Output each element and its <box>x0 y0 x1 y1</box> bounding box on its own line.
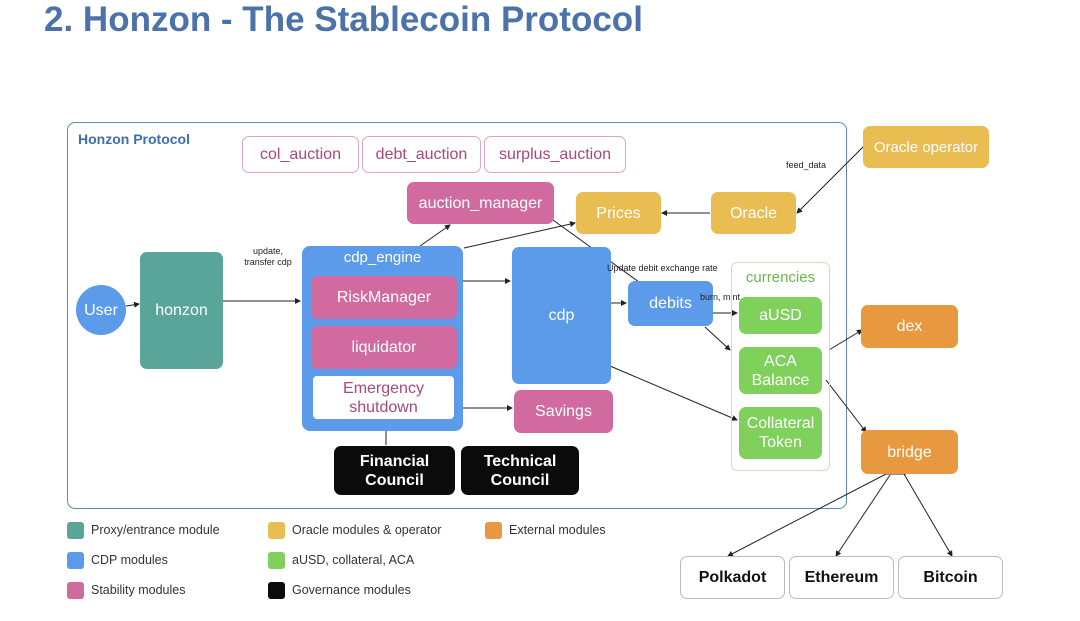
col-auction-box: col_auction <box>242 136 359 173</box>
legend-swatch-proxy <box>67 522 84 539</box>
arrow-bridge-ethereum <box>835 474 891 557</box>
legend-label: Proxy/entrance module <box>91 523 220 537</box>
council-text: Council <box>490 471 550 489</box>
prices-box: Prices <box>576 192 661 234</box>
risk-manager-box: RiskManager <box>311 276 457 319</box>
technical-text: Technical <box>483 452 557 470</box>
financial-text: Financial <box>359 452 430 470</box>
transfer-cdp-text: transfer cdp <box>244 257 292 267</box>
polkadot-box: Polkadot <box>680 556 785 599</box>
legend-swatch-oracle <box>268 522 285 539</box>
technical-council-box: Technical Council <box>461 446 579 495</box>
token-text: Token <box>759 434 802 451</box>
dex-box: dex <box>861 305 958 348</box>
shutdown-text: shutdown <box>349 398 418 416</box>
aca-text: ACA <box>764 352 797 370</box>
arrow-cdp-collateral <box>609 365 738 421</box>
debits-box: debits <box>628 281 713 326</box>
emergency-text: Emergency <box>343 379 424 397</box>
burn-mint-label: burn, mint <box>700 292 741 302</box>
legend-label: External modules <box>509 523 606 537</box>
aca-balance-box: ACA Balance <box>739 347 822 394</box>
currencies-label: currencies <box>745 269 816 286</box>
arrow-bridge-bitcoin <box>903 473 953 557</box>
council-text: Council <box>365 471 424 489</box>
arrow-aca-dex <box>828 329 863 351</box>
arrow-operator-oracle <box>796 143 867 214</box>
arrow-bridge-polkadot <box>727 473 887 557</box>
bitcoin-box: Bitcoin <box>898 556 1003 599</box>
user-node: User <box>76 285 126 335</box>
page-title: 2. Honzon - The Stablecoin Protocol <box>44 0 643 39</box>
legend-label: CDP modules <box>91 553 168 567</box>
currencies-container <box>731 262 830 471</box>
legend-swatch-governance <box>268 582 285 599</box>
update-text: update, <box>252 246 284 256</box>
cdp-box: cdp <box>512 247 611 384</box>
update-rate-label: Update debit exchange rate <box>607 263 718 273</box>
oracle-operator-box: Oracle operator <box>863 126 989 168</box>
ausd-box: aUSD <box>739 297 822 334</box>
legend-label: aUSD, collateral, ACA <box>292 553 415 567</box>
legend-swatch-currency <box>268 552 285 569</box>
feed-data-label: feed_data <box>786 160 827 170</box>
savings-box: Savings <box>514 390 613 433</box>
debt-auction-box: debt_auction <box>362 136 481 173</box>
balance-text: Balance <box>751 371 810 389</box>
bridge-box: bridge <box>861 430 958 474</box>
arrow-debits-aca <box>704 326 731 351</box>
legend-swatch-external <box>485 522 502 539</box>
emergency-shutdown-box: Emergency shutdown <box>313 376 454 419</box>
legend-swatch-cdp <box>67 552 84 569</box>
legend-label: Oracle modules & operator <box>292 523 442 537</box>
protocol-label: Honzon Protocol <box>78 131 190 147</box>
oracle-box: Oracle <box>711 192 796 234</box>
collateral-text: Collateral <box>746 415 815 432</box>
legend-swatch-stability <box>67 582 84 599</box>
collateral-token-box: Collateral Token <box>739 407 822 459</box>
surplus-auction-box: surplus_auction <box>484 136 626 173</box>
update-transfer-label: update, transfer cdp <box>238 246 298 268</box>
cdp-engine-label: cdp_engine <box>343 249 422 266</box>
legend-label: Stability modules <box>91 583 186 597</box>
honzon-box: honzon <box>140 252 223 369</box>
arrow-engine-auction <box>419 224 451 247</box>
legend-label: Governance modules <box>292 583 411 597</box>
honzon-protocol-container <box>67 122 847 509</box>
ethereum-box: Ethereum <box>789 556 894 599</box>
liquidator-box: liquidator <box>311 326 457 369</box>
arrow-user-honzon <box>125 301 140 308</box>
arrow-engine-prices <box>463 221 576 249</box>
financial-council-box: Financial Council <box>334 446 455 495</box>
auction-manager-box: auction_manager <box>407 182 554 224</box>
arrow-aca-bridge <box>825 379 867 433</box>
